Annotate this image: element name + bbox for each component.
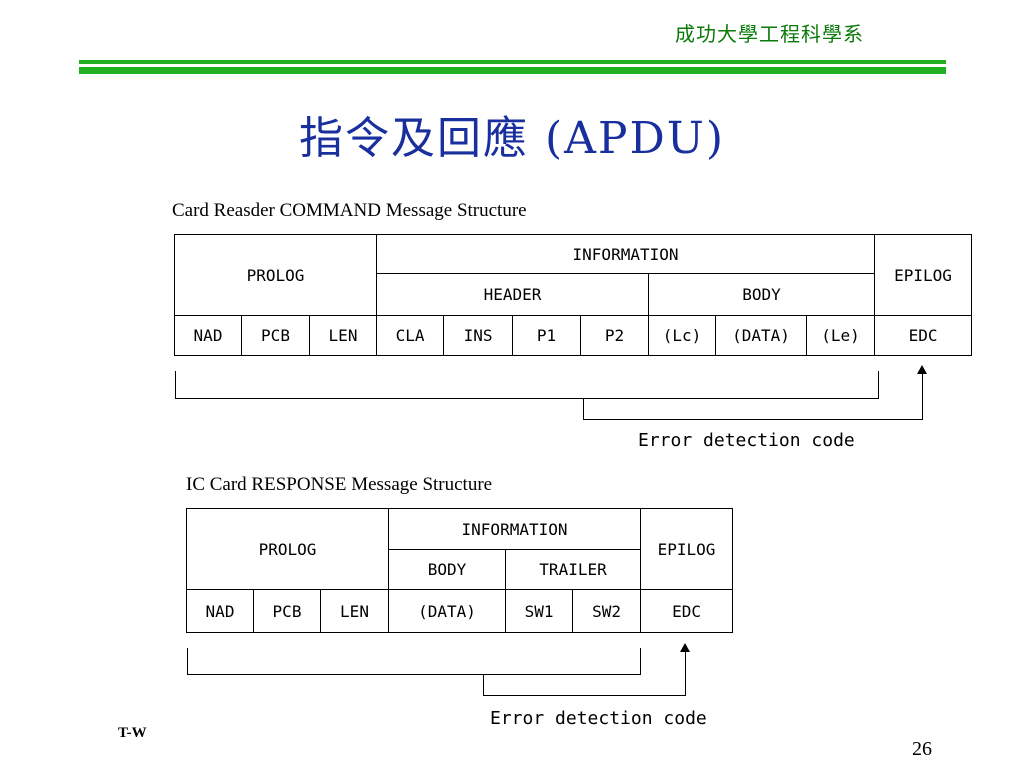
command-field-nad: NAD [174,315,242,356]
response-bracket-left [187,648,188,675]
command-connector-across [583,419,923,420]
command-connector-up [922,372,923,420]
command-field-lc: (Lc) [648,315,717,356]
response-field-len: LEN [319,589,390,633]
command-field-cla: CLA [376,315,445,356]
response-field-sw1: SW1 [505,589,574,633]
command-field-data: (DATA) [715,315,808,356]
response-field-pcb: PCB [253,589,321,633]
command-prolog-cell: PROLOG [173,234,378,316]
page-number: 26 [912,738,932,756]
response-epilog-cell: EPILOG [640,508,734,590]
response-field-edc: EDC [640,589,734,633]
response-field-sw2: SW2 [572,589,642,633]
command-field-edc: EDC [874,315,973,356]
response-information-cell: INFORMATION [388,508,642,550]
response-bracket-bottom [187,674,641,675]
command-bracket-right [878,371,879,399]
slide-title: 指令及回應 (APDU) [298,113,726,164]
response-field-data: (DATA) [388,589,507,633]
command-field-p2: P2 [580,315,650,356]
command-header-cell: HEADER [376,273,650,316]
response-caption: IC Card RESPONSE Message Structure [186,474,493,495]
header-rule-thin [79,60,946,64]
command-bracket-left [175,371,176,399]
command-information-cell: INFORMATION [376,234,876,274]
department-header: 成功大學工程科學系 [675,22,864,46]
response-arrow-up-icon [680,643,690,652]
command-edc-label: Error detection code [638,430,855,451]
header-rule-thick [79,67,946,74]
response-connector-up [685,650,686,696]
footer-left-text: T-W [118,725,147,741]
command-body-cell: BODY [648,273,876,316]
command-field-pcb: PCB [241,315,310,356]
command-caption: Card Reasder COMMAND Message Structure [172,200,527,221]
command-bracket-bottom [175,398,879,399]
command-connector-down [583,398,584,420]
command-field-ins: INS [443,315,514,356]
response-structure-table: PROLOG INFORMATION EPILOG BODY TRAILER N… [185,508,734,633]
response-prolog-cell: PROLOG [185,508,390,590]
response-bracket-right [640,648,641,675]
response-trailer-cell: TRAILER [505,549,642,590]
response-connector-across [483,695,686,696]
response-connector-down [483,674,484,696]
command-field-p1: P1 [512,315,582,356]
command-structure-table: PROLOG INFORMATION EPILOG HEADER BODY NA… [173,234,973,356]
command-epilog-cell: EPILOG [874,234,973,316]
command-field-le: (Le) [806,315,876,356]
response-body-cell: BODY [388,549,507,590]
response-field-nad: NAD [186,589,254,633]
command-arrow-up-icon [917,365,927,374]
response-edc-label: Error detection code [490,708,707,729]
command-field-len: LEN [308,315,378,356]
